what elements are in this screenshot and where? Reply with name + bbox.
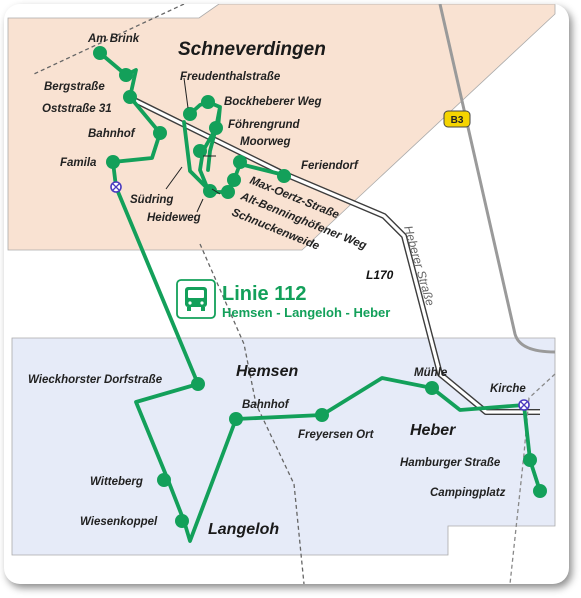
stop-dot-bahnhof-hemsen[interactable] xyxy=(229,412,243,426)
stop-label-moorweg: Moorweg xyxy=(240,136,290,148)
schneverdingen-area xyxy=(7,4,556,251)
stop-label-am-brink: Am Brink xyxy=(87,33,140,45)
stop-dot-am-brink[interactable] xyxy=(93,46,107,60)
b3-road xyxy=(438,4,556,354)
stop-dot-witteberg[interactable] xyxy=(157,473,171,487)
stop-dot-wiesenkoppel[interactable] xyxy=(175,514,189,528)
l170-label: L170 xyxy=(366,268,394,282)
stop-dot-feriendorf[interactable] xyxy=(277,169,291,183)
stop-label-hamburger: Hamburger Straße xyxy=(400,457,501,469)
town-langeloh: Langeloh xyxy=(208,521,279,538)
stop-label-wiesenkoppel: Wiesenkoppel xyxy=(80,516,158,528)
town-hemsen: Hemsen xyxy=(236,363,298,380)
stop-dot-bahnhof-schneverdingen[interactable] xyxy=(153,126,167,140)
stop-dot-freudenthal[interactable] xyxy=(183,107,197,121)
line-badge xyxy=(176,279,216,319)
line-route: Hemsen - Langeloh - Heber xyxy=(222,305,390,320)
stop-label-bahnhof-schneverdingen: Bahnhof xyxy=(88,128,136,140)
stop-label-camping: Campingplatz xyxy=(430,487,506,499)
stop-label-bergstrasse: Bergstraße xyxy=(44,81,105,93)
stop-label-foehrengrund: Föhrengrund xyxy=(228,119,301,131)
stop-dot-schnucken[interactable] xyxy=(221,185,235,199)
stop-label-freyersen: Freyersen Ort xyxy=(298,429,375,441)
stop-dot-freyersen[interactable] xyxy=(315,408,329,422)
stop-label-kirche: Kirche xyxy=(490,383,526,395)
stop-dot-max-oertz[interactable] xyxy=(233,155,247,169)
stop-dot-wieckhorster[interactable] xyxy=(191,377,205,391)
stop-label-oststrasse: Oststraße 31 xyxy=(42,103,112,115)
stop-label-bockheberer: Bockheberer Weg xyxy=(224,96,322,108)
stop-label-witteberg: Witteberg xyxy=(90,476,143,488)
stop-dot-foehrengrund[interactable] xyxy=(209,121,223,135)
line-name: Linie 112 xyxy=(222,283,307,305)
stop-dot-camping[interactable] xyxy=(533,484,547,498)
stop-dot-bockheberer[interactable] xyxy=(201,95,215,109)
leader-lines xyxy=(165,77,221,213)
transfer-icon-kirche xyxy=(518,399,530,411)
b3-badge: B3 xyxy=(443,110,471,128)
stop-dots xyxy=(93,46,547,528)
map-card: Schneverdingen Hemsen Heber Langeloh B3 … xyxy=(4,4,569,584)
stop-dot-alt-benning[interactable] xyxy=(227,173,241,187)
rural-area xyxy=(11,337,556,556)
b3-label: B3 xyxy=(451,115,464,126)
stop-dot-famila[interactable] xyxy=(106,155,120,169)
railway-south xyxy=(199,243,305,584)
route-map: Schneverdingen Hemsen Heber Langeloh B3 … xyxy=(7,4,556,584)
stop-dot-muehle[interactable] xyxy=(425,381,439,395)
stop-dot-bergstrasse[interactable] xyxy=(119,68,133,82)
stop-label-muehle: Mühle xyxy=(414,367,448,379)
stop-dot-heideweg[interactable] xyxy=(203,184,217,198)
transfer-icon-south xyxy=(110,181,122,193)
stop-label-wieckhorster: Wieckhorster Dorfstraße xyxy=(28,374,163,386)
stop-label-feriendorf: Feriendorf xyxy=(301,160,359,172)
stop-dot-hamburger[interactable] xyxy=(523,453,537,467)
stop-label-suedring: Südring xyxy=(130,194,173,206)
stop-dot-moorweg[interactable] xyxy=(193,144,207,158)
stop-dot-oststrasse[interactable] xyxy=(123,90,137,104)
town-heber: Heber xyxy=(410,422,456,439)
stop-label-freudenthal: Freudenthalstraße xyxy=(180,71,281,83)
stop-label-heideweg: Heideweg xyxy=(147,212,201,224)
stop-label-bahnhof-hemsen: Bahnhof xyxy=(242,399,290,411)
stop-label-famila: Famila xyxy=(60,157,97,169)
town-schneverdingen: Schneverdingen xyxy=(178,39,326,60)
